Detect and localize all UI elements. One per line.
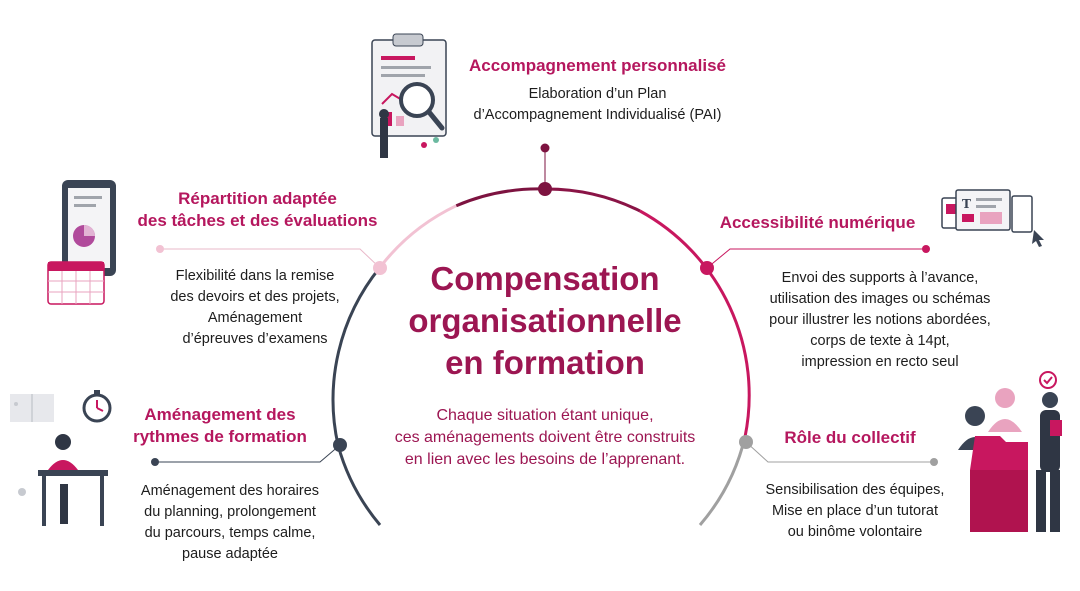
repartition-line: des devoirs et des projets,	[170, 289, 340, 305]
center-title-line: en formation	[445, 344, 645, 381]
accessibilite-text: Envoi des supports à l’avance, utilisati…	[735, 268, 1025, 373]
center-subtitle-line: ces aménagements doivent être construits	[394, 429, 696, 446]
nodes	[151, 143, 938, 466]
accompagnement-line: d’Accompagnement Individualisé (PAI)	[473, 107, 722, 123]
arc-segment-magenta	[639, 209, 751, 438]
repartition-title-line: des tâches et des évaluations	[137, 211, 378, 230]
repartition-line: Aménagement	[207, 310, 303, 326]
arc-segment-slate-upper	[331, 266, 381, 446]
repartition-line: d’épreuves d’examens	[182, 331, 328, 347]
svg-text:T: T	[962, 197, 971, 211]
rythmes-line: du parcours, temps calme,	[144, 525, 316, 541]
repartition-line: Flexibilité dans la remise	[175, 268, 335, 284]
student-stopwatch-icon	[10, 390, 112, 526]
center-subtitle-line: en lien avec les besoins de l’apprenant.	[404, 451, 686, 468]
rythmes-title-line: Aménagement des	[144, 405, 296, 424]
node-rythmes	[333, 438, 347, 452]
connectors	[155, 148, 934, 463]
screens-documents-icon: T	[941, 189, 1044, 247]
collectif-text: Sensibilisation des équipes, Mise en pla…	[735, 480, 975, 543]
tablet-calendar-icon	[47, 180, 116, 305]
accessibilite-line: corps de texte à 14pt,	[810, 333, 950, 349]
accessibilite-line: impression en recto seul	[801, 354, 959, 370]
center-title-line: Compensation	[430, 260, 660, 297]
center-title-line: organisationnelle	[408, 302, 682, 339]
center-subtitle: Chaque situation étant unique, ces aména…	[355, 405, 735, 471]
node-top	[538, 182, 552, 196]
rythmes-line: pause adaptée	[182, 546, 278, 562]
connector-repartition	[160, 248, 381, 269]
accompagnement-line: Elaboration d’un Plan	[528, 86, 667, 102]
collectif-line: Sensibilisation des équipes,	[765, 482, 945, 498]
repartition-title-line: Répartition adaptée	[178, 189, 337, 208]
rythmes-title-line: rythmes de formation	[133, 427, 307, 446]
arc-segment-burgundy-left	[455, 187, 546, 208]
rythmes-line: du planning, prolongement	[144, 504, 316, 520]
arc-segment-burgundy-right	[544, 187, 641, 213]
connector-collectif	[745, 441, 934, 463]
team-folder-icon	[958, 371, 1062, 532]
repartition-title: Répartition adaptée des tâches et des év…	[110, 188, 405, 232]
node-collectif-end	[930, 458, 938, 466]
clipboard-magnifier-icon	[371, 33, 447, 158]
node-accessibilite	[700, 261, 714, 275]
accessibilite-line: utilisation des images ou schémas	[769, 291, 991, 307]
arc-segment-pink-light	[378, 204, 457, 269]
collectif-title: Rôle du collectif	[784, 428, 916, 447]
collectif-line: Mise en place d’un tutorat	[771, 503, 939, 519]
node-repartition-end	[156, 245, 164, 253]
accessibilite-line: pour illustrer les notions abordées,	[769, 312, 991, 328]
connector-accessibilite	[706, 248, 926, 269]
collectif-line: ou binôme volontaire	[787, 524, 923, 540]
node-top-end	[540, 143, 550, 153]
node-rythmes-end	[151, 458, 159, 466]
node-repartition	[373, 261, 387, 275]
accessibilite-line: Envoi des supports à l’avance,	[781, 270, 979, 286]
center-title: Compensation organisationnelle en format…	[375, 258, 715, 384]
connector-rythmes	[155, 444, 341, 463]
accompagnement-text: Elaboration d’un Plan d’Accompagnement I…	[445, 84, 750, 126]
rythmes-title: Aménagement des rythmes de formation	[110, 404, 330, 448]
arc-segment-slate-lower	[336, 444, 382, 526]
rythmes-line: Aménagement des horaires	[140, 483, 320, 499]
node-accessibilite-end	[922, 245, 930, 253]
accessibilite-title: Accessibilité numérique	[719, 213, 916, 232]
repartition-text: Flexibilité dans la remise des devoirs e…	[120, 266, 390, 350]
node-collectif	[739, 435, 753, 449]
accompagnement-title: Accompagnement personnalisé	[469, 56, 726, 75]
center-subtitle-line: Chaque situation étant unique,	[436, 407, 654, 424]
rythmes-text: Aménagement des horaires du planning, pr…	[100, 481, 360, 565]
